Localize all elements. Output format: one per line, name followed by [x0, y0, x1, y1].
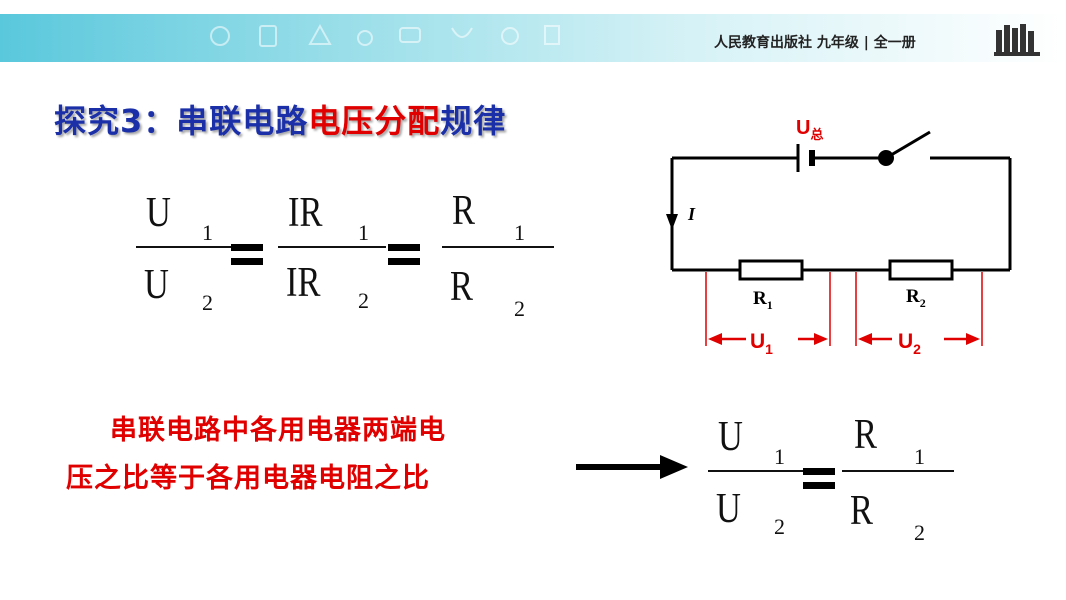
voltage-markers: [705, 272, 983, 346]
resistor-r2-label: R2: [906, 286, 926, 310]
arrow-right-icon: [576, 455, 688, 479]
banner-decoration: [210, 23, 560, 47]
equals-sign-1: [231, 244, 263, 265]
resistor-r1-icon: [738, 259, 804, 281]
formula-top-u1: U: [146, 190, 171, 236]
current-arrow-icon: [666, 214, 678, 230]
formula-bottom-r1-sub: 1: [914, 444, 925, 469]
fraction-bar-3: [442, 246, 554, 248]
header-banner: [0, 14, 1066, 62]
formula-bottom-r2-sub: 2: [914, 520, 925, 545]
formula-top-r2-sub: 2: [514, 296, 525, 321]
equals-sign-2: [388, 244, 420, 265]
voltage-arrow-heads: [708, 333, 980, 345]
resistor-r1-label: R1: [753, 288, 773, 312]
conclusion-line-1: 串联电路中各用电器两端电: [110, 415, 446, 446]
formula-top-r1: R: [452, 188, 475, 234]
publisher-label: 人民教育出版社 九年级 | 全一册: [714, 35, 916, 51]
formula-bottom-r2: R: [850, 488, 873, 534]
formula-top-u2: U: [144, 262, 169, 308]
formula-bottom-u1-sub: 1: [774, 444, 785, 469]
total-voltage-label: U总: [796, 117, 823, 142]
formula-bottom-r1: R: [854, 412, 877, 458]
formula-top-ir1-sub: 1: [358, 220, 369, 245]
formula-top-u2-sub: 2: [202, 290, 213, 315]
current-label: I: [687, 204, 696, 224]
series-circuit-diagram: U总 I R1 R2 U1 U2: [666, 117, 1012, 357]
fraction-bar-2: [278, 246, 386, 248]
voltage-u2-label: U2: [898, 330, 921, 357]
formula-bottom-u2-sub: 2: [774, 514, 785, 539]
circuit-wires: [670, 156, 1012, 272]
title-part-2: 电压分配: [308, 102, 441, 140]
formula-top-ir1: IR: [288, 190, 323, 236]
formula-top-r2: R: [450, 264, 473, 310]
formula-top-u1-sub: 1: [202, 220, 213, 245]
conclusion-line-2: 压之比等于各用电器电阻之比: [66, 463, 430, 494]
formula-top-r1-sub: 1: [514, 220, 525, 245]
fraction-bar-4: [708, 470, 804, 472]
slide-title: 探究3：串联电路电压分配规律: [54, 96, 506, 142]
title-part-1: 探究3：串联电路: [54, 102, 309, 140]
resistor-r2-icon: [888, 259, 954, 281]
books-logo-icon: [994, 24, 1040, 56]
fraction-bar-1: [136, 246, 232, 248]
voltage-u1-label: U1: [750, 330, 773, 357]
switch-icon: [878, 130, 931, 166]
title-part-3: 规律: [440, 102, 507, 140]
formula-top-ir2: IR: [286, 260, 321, 306]
equals-sign-3: [803, 468, 835, 489]
fraction-bar-5: [842, 470, 954, 472]
formula-bottom-u2: U: [716, 486, 741, 532]
battery-icon: [796, 144, 815, 172]
formula-top-ir2-sub: 2: [358, 288, 369, 313]
formula-bottom-u1: U: [718, 414, 743, 460]
